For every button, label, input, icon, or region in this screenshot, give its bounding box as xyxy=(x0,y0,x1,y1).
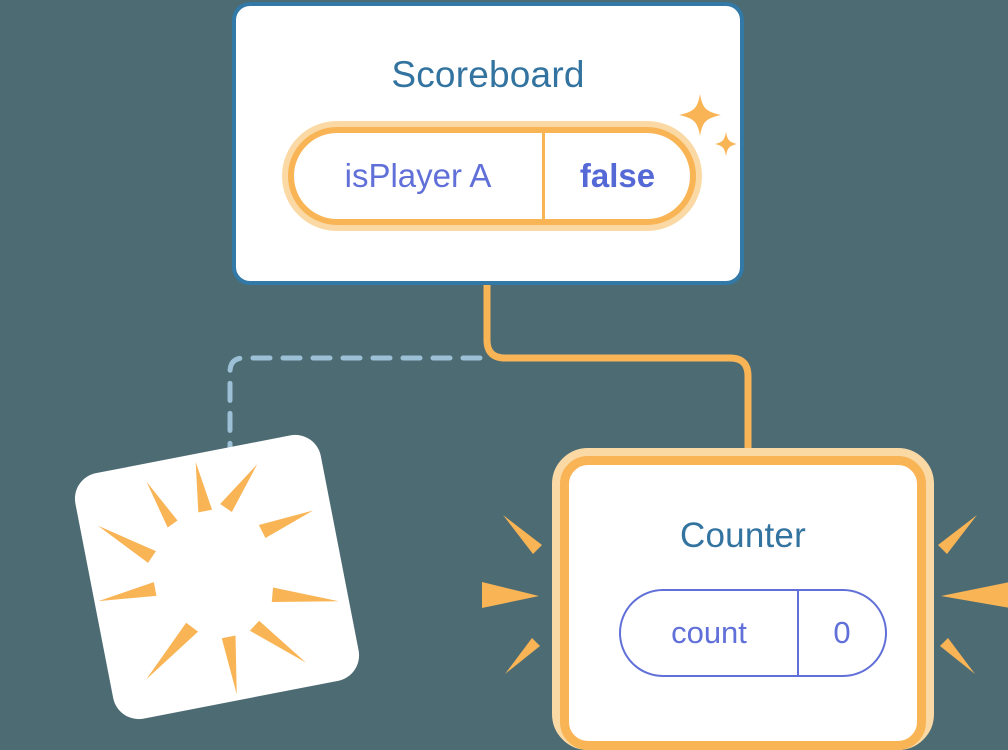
counter-state-pill[interactable]: count 0 xyxy=(619,589,887,677)
sparkles-icon xyxy=(679,94,737,156)
scoreboard-title: Scoreboard xyxy=(391,54,585,95)
connector-scoreboard-to-counter xyxy=(483,284,752,470)
pill-value-label: false xyxy=(579,157,656,194)
counter-pill-key-label: count xyxy=(621,591,799,675)
pill-body[interactable]: isPlayer A false xyxy=(288,127,696,225)
counter-card[interactable]: Counter count 0 xyxy=(560,456,926,750)
counter-pill-value-label: 0 xyxy=(833,615,851,650)
counter-burst-left-icon xyxy=(482,515,542,674)
pill-key-label: isPlayer A xyxy=(294,133,545,219)
counter-title: Counter xyxy=(680,516,806,555)
scoreboard-card[interactable]: Scoreboard isPlayer A false xyxy=(232,2,744,285)
counter-burst-right-icon xyxy=(938,515,1008,674)
scoreboard-state-pill[interactable]: isPlayer A false xyxy=(282,121,702,231)
burst-rays-icon xyxy=(98,461,339,695)
blank-card[interactable] xyxy=(70,430,364,724)
